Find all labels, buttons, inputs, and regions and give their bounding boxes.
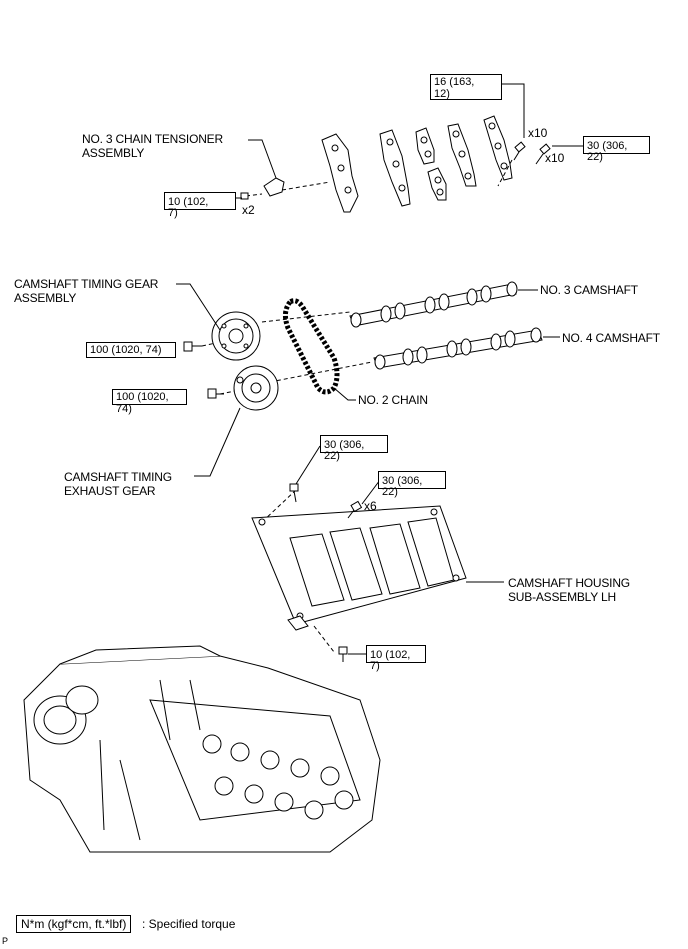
chain2-label: NO. 2 CHAIN [358, 393, 428, 407]
torque-cap-bolts-line1: 30 (306, [587, 140, 628, 152]
torque-housing-mid-line2: 22) [382, 486, 398, 498]
torque-tensioner-line1: 10 (102, [168, 196, 209, 208]
dashed-guides [201, 159, 513, 653]
no2-chain [282, 298, 340, 395]
torque-exhaust-gear: 100 (1020, 74) [112, 389, 187, 415]
timing-gear-label: CAMSHAFT TIMING GEAR ASSEMBLY [14, 277, 158, 305]
leader-tensioner [248, 139, 277, 179]
torque-tensioner: 10 (102, 7) [164, 192, 236, 219]
cam4-label: NO. 4 CAMSHAFT [562, 331, 660, 345]
housing-bolts [289, 483, 363, 662]
leader-chain [333, 387, 356, 401]
qty-caps-b: x10 [545, 151, 565, 165]
leader-timing-gear [176, 283, 221, 331]
torque-bearing-caps: 16 (163, 12) [430, 74, 502, 100]
leader-housing-top [295, 445, 321, 485]
cam3-label: NO. 3 CAMSHAFT [540, 283, 638, 297]
qty-housing: x6 [364, 499, 377, 513]
tensioner-label-line2: ASSEMBLY [82, 146, 145, 160]
camshaft-no3 [349, 281, 518, 328]
legend-description: : Specified torque [142, 917, 236, 931]
qty-tensioner: x2 [242, 203, 255, 217]
torque-timing-gear: 100 (1020, 74) [86, 342, 176, 358]
exhaust-gear-label-line1: CAMSHAFT TIMING [64, 470, 172, 484]
torque-bearing-caps-line2: 12) [434, 88, 450, 100]
housing-label-line1: CAMSHAFT HOUSING [508, 576, 630, 590]
legend-unit-box: N*m (kgf*cm, ft.*lbf) [16, 915, 132, 933]
exhaust-gear-bolt [207, 388, 224, 399]
camshaft-no4 [373, 327, 543, 370]
timing-gear-label-line2: ASSEMBLY [14, 291, 77, 305]
torque-cap-bolts-line2: 22) [587, 151, 603, 163]
housing-label: CAMSHAFT HOUSING SUB-ASSEMBLY LH [508, 576, 630, 604]
timing-gear-bolt [183, 341, 202, 352]
leader-bearing-caps [502, 83, 525, 138]
qty-caps-a: x10 [528, 126, 548, 140]
torque-housing-mid-line1: 30 (306, [382, 475, 423, 487]
timing-gear [211, 311, 261, 361]
torque-housing-bottom: 10 (102, 7) [366, 645, 426, 672]
torque-cap-bolts: 30 (306, 22) [583, 136, 650, 163]
corner-mark: P [2, 936, 9, 946]
leader-housing-mid [361, 479, 381, 505]
timing-gear-label-line1: CAMSHAFT TIMING GEAR [14, 277, 159, 291]
housing-label-line2: SUB-ASSEMBLY LH [508, 590, 616, 604]
chain-tensioner [240, 177, 285, 200]
camshaft-housing [251, 505, 467, 631]
torque-housing-top-line1: 30 (306, [324, 439, 365, 451]
torque-housing-top-line2: 22) [324, 450, 340, 462]
engine-block [23, 645, 381, 853]
cap-bolts [513, 141, 551, 165]
exhaust-gear-label: CAMSHAFT TIMING EXHAUST GEAR [64, 470, 172, 498]
tensioner-label-line1: NO. 3 CHAIN TENSIONER [82, 132, 223, 146]
exhaust-gear [233, 365, 279, 411]
exhaust-gear-label-line2: EXHAUST GEAR [64, 484, 156, 498]
torque-bearing-caps-line1: 16 (163, [434, 76, 475, 88]
torque-housing-mid: 30 (306, 22) [378, 471, 446, 498]
bearing-caps [321, 115, 513, 213]
torque-tensioner-line2: 7) [168, 207, 178, 219]
leader-exhaust-gear [194, 407, 241, 477]
torque-housing-bottom-line2: 7) [370, 660, 380, 672]
torque-housing-top: 30 (306, 22) [320, 435, 388, 462]
tensioner-label: NO. 3 CHAIN TENSIONER ASSEMBLY [82, 132, 223, 160]
torque-housing-bottom-line1: 10 (102, [370, 649, 411, 661]
